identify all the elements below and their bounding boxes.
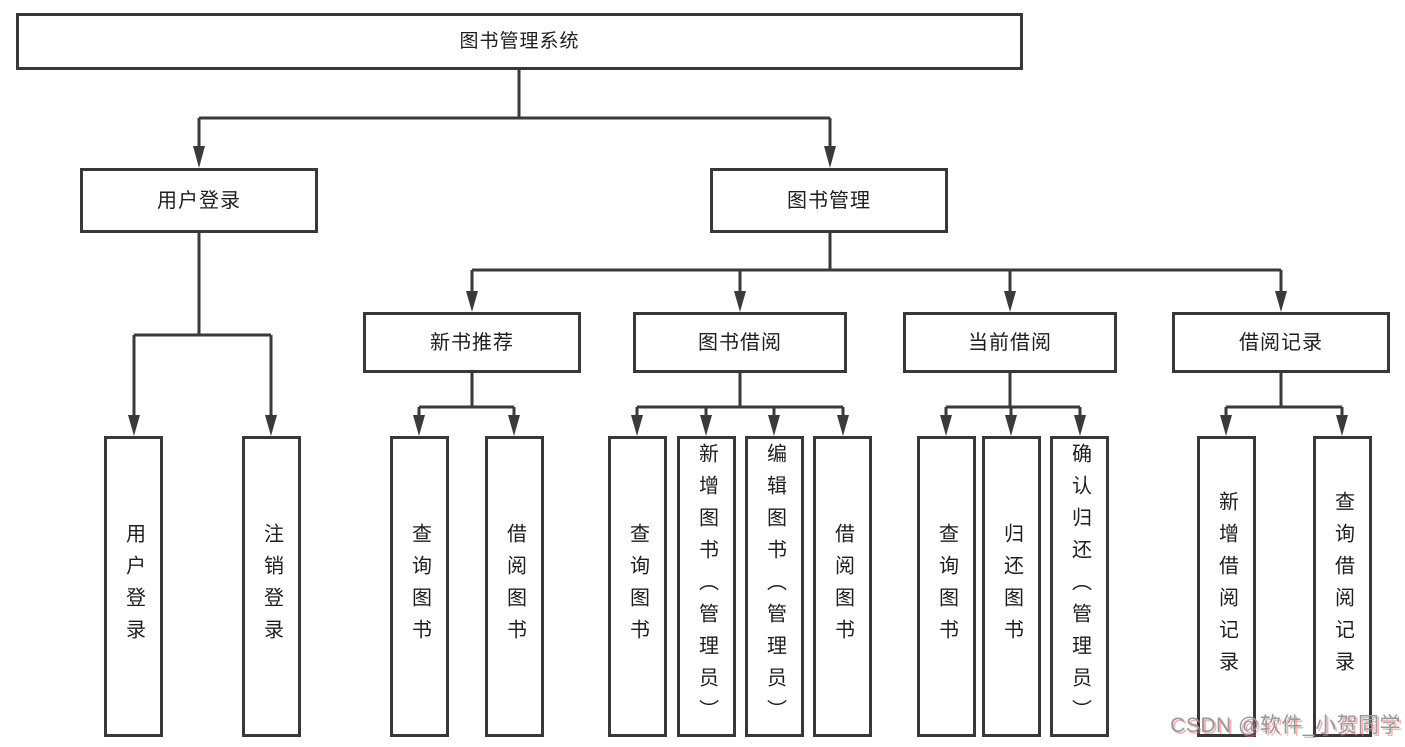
leaf-logout: 注销登录 <box>242 436 301 737</box>
leaf-query-books-borrowing: 查询图书 <box>608 436 667 737</box>
node-user-login: 用户登录 <box>80 168 318 233</box>
leaf-borrow-books-recommend: 借阅图书 <box>485 436 544 737</box>
csdn-watermark: CSDN @软件_小贺同学 <box>1170 714 1401 737</box>
leaf-query-borrow-record: 查询借阅记录 <box>1313 436 1372 737</box>
leaf-confirm-return-admin: 确认归还（管理员） <box>1050 436 1109 737</box>
leaf-borrow-books-borrowing: 借阅图书 <box>813 436 872 737</box>
leaf-return-book: 归还图书 <box>982 436 1041 737</box>
node-new-book-recommendation: 新书推荐 <box>363 312 581 373</box>
leaf-edit-book-admin: 编辑图书（管理员） <box>745 436 804 737</box>
node-book-management: 图书管理 <box>710 168 948 233</box>
node-library-management-system: 图书管理系统 <box>16 13 1023 70</box>
node-book-borrowing: 图书借阅 <box>633 312 847 373</box>
node-borrowing-records: 借阅记录 <box>1172 312 1390 373</box>
leaf-add-book-admin: 新增图书（管理员） <box>677 436 736 737</box>
leaf-user-login: 用户登录 <box>104 436 163 737</box>
leaf-query-books-recommend: 查询图书 <box>390 436 449 737</box>
arrowheads <box>128 146 1348 436</box>
leaf-query-books-current: 查询图书 <box>917 436 976 737</box>
node-current-borrowing: 当前借阅 <box>903 312 1117 373</box>
leaf-add-borrow-record: 新增借阅记录 <box>1197 436 1256 737</box>
connector-stems <box>132 70 1344 419</box>
